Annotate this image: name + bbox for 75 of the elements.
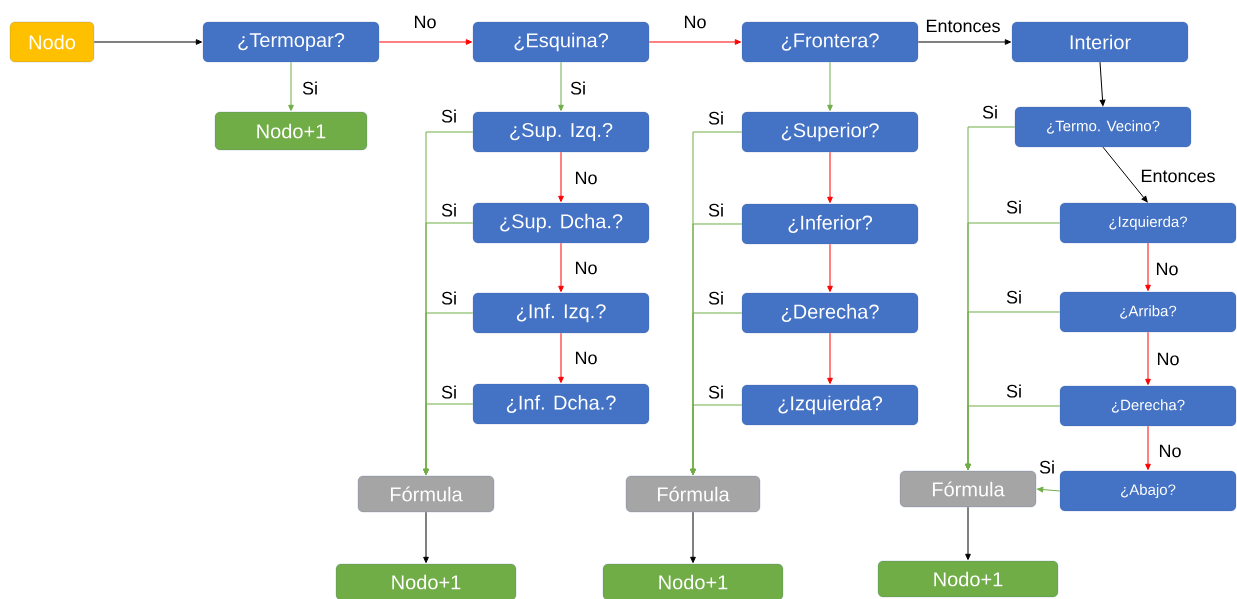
formula-box: Fórmula [899,470,1037,508]
edge-label: Si [1005,289,1023,305]
arrow [558,242,564,292]
edge-label: No [573,350,599,366]
question-box: ¿Superior? [741,111,919,153]
arrow [1145,242,1151,291]
start-box: Nodo [9,21,95,63]
arrow [378,39,473,45]
arrow [558,61,564,112]
arrow [917,39,1012,45]
question-box: ¿Inferior? [741,203,919,245]
edge-label: No [1155,351,1181,367]
edge-label: Si [1038,459,1056,475]
edge-label: Si [981,104,999,120]
arrow [558,151,564,203]
arrow [423,403,474,475]
question-box: ¿Arriba? [1059,291,1237,333]
question-box: ¿Derecha? [1059,385,1237,427]
edge-label: Si [440,108,458,124]
question-box: ¿Sup. Dcha.? [472,202,650,244]
edge-label: Si [440,202,458,218]
edge-label: Si [1005,199,1023,215]
edge-label: No [573,170,599,186]
arrow [1102,146,1148,203]
arrow [827,332,833,385]
edge-label: Si [301,80,319,96]
question-box: ¿Esquina? [472,21,650,63]
formula-box: Fórmula [357,475,495,513]
arrow [690,511,696,563]
question-box: ¿Sup. Izq.? [472,111,650,153]
edge-label: Entonces [924,18,1002,34]
edge-label: Si [707,290,725,306]
edge-label: No [1157,443,1183,459]
result-box: Nodo+1 [602,563,784,599]
arrow [965,506,971,560]
edge-label: No [682,14,708,30]
question-box: ¿Izquierda? [741,384,919,426]
arrow [827,243,833,292]
result-box: Nodo+1 [214,111,368,151]
edge-label: Si [707,202,725,218]
edge-label: Si [707,110,725,126]
arrow [1145,331,1151,386]
edge-label: Si [440,384,458,400]
question-box: ¿Frontera? [741,21,919,63]
arrow [1145,425,1151,470]
process-box: Interior [1011,21,1189,63]
arrow [965,405,1061,470]
edge-label: Si [569,80,587,96]
arrow [423,511,429,563]
edge-label: No [573,260,599,276]
arrow [827,151,833,204]
arrow [558,332,564,384]
formula-box: Fórmula [625,475,761,513]
edge-label: Entonces [1139,168,1217,184]
question-box: ¿Inf. Dcha.? [472,383,650,425]
result-box: Nodo+1 [335,563,517,599]
arrow [827,61,833,112]
arrow [1099,61,1106,107]
edge-label: Si [1005,383,1023,399]
edge-label: Si [707,384,725,400]
question-box: ¿Izquierda? [1059,202,1237,244]
question-box: ¿Inf. Izq.? [472,292,650,334]
arrow [1036,486,1061,493]
arrow [93,39,203,45]
question-box: ¿Derecha? [741,292,919,334]
arrow [648,39,742,45]
arrow [288,61,294,112]
arrow [690,404,743,475]
result-box: Nodo+1 [877,560,1059,598]
question-box: ¿Termopar? [202,21,380,63]
question-box: ¿Termo. Vecino? [1014,106,1192,148]
question-box: ¿Abajo? [1059,470,1237,512]
edge-label: No [412,14,438,30]
edge-label: Si [440,290,458,306]
edge-label: No [1154,261,1180,277]
